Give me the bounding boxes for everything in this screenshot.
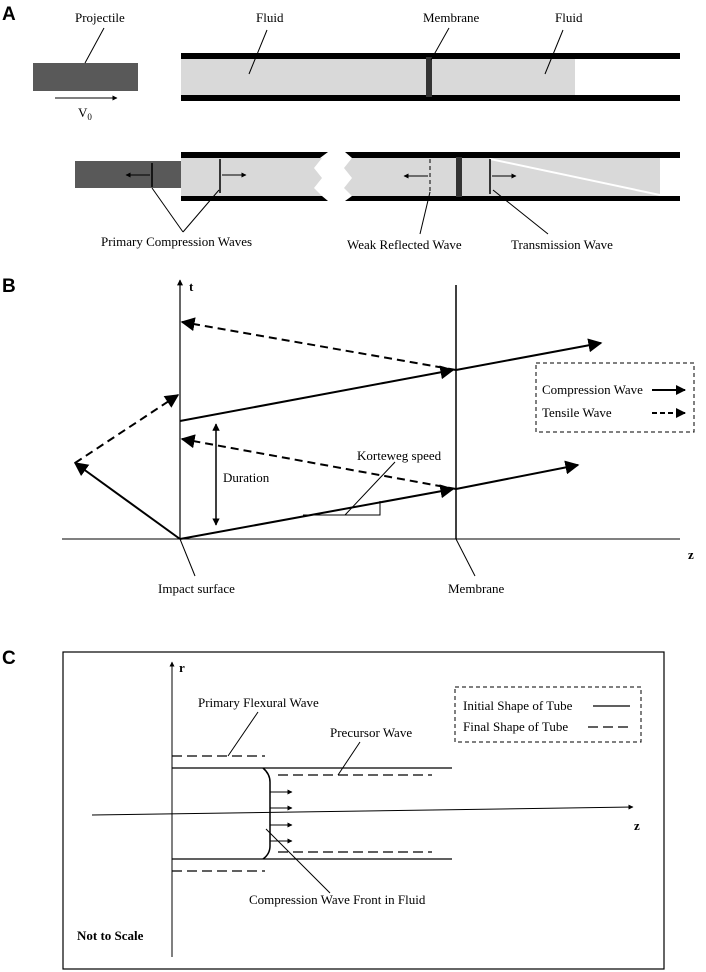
compression-transmit-2 [455,338,603,371]
r-axis-label: r [179,660,185,675]
panel-c-letter: C [2,648,16,669]
membrane-bottom [456,157,462,197]
fluid-right-leader [544,29,564,75]
membrane-label-a: Membrane [423,10,480,25]
impact-leader [179,538,196,577]
tube-wall-top-upper [181,53,680,59]
panel-b-letter: B [2,276,16,297]
projectile-label: Projectile [75,10,125,25]
z-axis-label-c: z [634,818,640,833]
compression-front-label: Compression Wave Front in Fluid [249,892,426,907]
legend-final-label: Final Shape of Tube [463,719,568,734]
not-to-scale-label: Not to Scale [77,928,144,943]
transmission-wave-label: Transmission Wave [511,237,613,252]
panel-a-letter: A [2,4,16,25]
velocity-label: V0 [78,105,92,122]
z-axis-label-b: z [688,547,694,562]
reflect-arrow-left [73,462,181,540]
compression-arrow-1 [179,484,455,540]
projectile-leader [84,27,105,64]
z-axis-c [91,804,634,816]
compression-front-curve [262,767,271,860]
legend-c [454,686,642,743]
transmitted-wedge [490,160,660,196]
korteweg-leader [344,461,396,516]
precursor-leader [337,741,361,776]
tube-wall-bl-upper [181,152,328,158]
primary-waves-label: Primary Compression Waves [101,234,252,249]
legend-compression-label: Compression Wave [542,382,643,397]
t-axis-label: t [189,279,194,294]
tensile-reflect-2 [180,317,457,371]
panel-c-frame [62,651,665,970]
slope-triangle [303,501,381,516]
tube-wall-bl-lower [181,196,328,201]
tensile-reflect-1 [180,434,457,490]
panel-b: B z t Duration Korteweg speed Compressio… [2,276,695,596]
membrane-leader [430,27,450,61]
panel-a: A Projectile V0 Fluid Membrane Fluid [2,4,680,252]
impact-surface-label: Impact surface [158,581,235,596]
membrane-label-b: Membrane [448,581,505,596]
tube-wall-br-upper [345,152,680,158]
compression-front-leader [265,828,331,894]
fluid-left-leader [248,29,268,75]
reflected-leader [419,191,431,235]
legend-initial-label: Initial Shape of Tube [463,698,573,713]
compression-transmit-1 [455,460,580,490]
fluid-right-label: Fluid [555,10,583,25]
transmission-leader [492,189,549,235]
korteweg-label: Korteweg speed [357,448,442,463]
membrane-leader-b [455,538,476,577]
fluid-left-label: Fluid [256,10,284,25]
tensile-arrow-up [74,394,180,464]
primary-flexural-label: Primary Flexural Wave [198,695,319,710]
fluid-fill-bottom-left [181,158,322,196]
fluid-fill-bottom-right [344,158,660,196]
projectile-block [33,63,138,91]
reflected-wave-label: Weak Reflected Wave [347,237,462,252]
panel-c: C r z Primary Flexural Wave Precursor Wa… [2,648,665,970]
precursor-label: Precursor Wave [330,725,412,740]
flexural-leader [227,711,259,757]
legend-b [535,362,695,433]
tube-wall-br-lower [345,196,680,201]
fluid-fill-top [181,58,575,96]
legend-tensile-label: Tensile Wave [542,405,612,420]
membrane-top [426,57,432,97]
tube-wall-top-lower [181,95,680,101]
primary-leader-1 [151,187,184,233]
duration-label: Duration [223,470,270,485]
compression-arrow-2 [179,365,455,422]
primary-leader-2 [182,189,220,233]
